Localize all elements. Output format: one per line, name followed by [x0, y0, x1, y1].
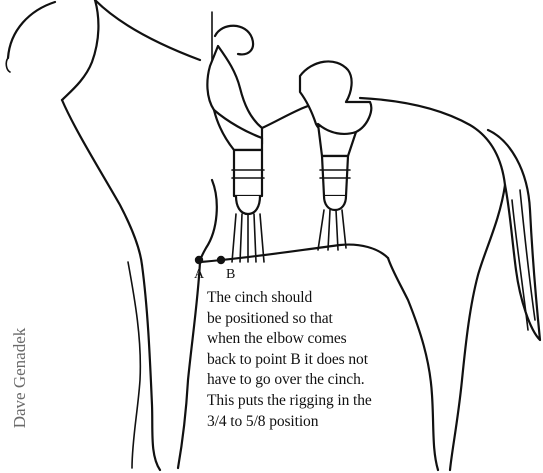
- point-a-label: A: [194, 267, 205, 282]
- caption-line: when the elbow comes: [207, 329, 457, 350]
- author-credit: Dave Genadek: [10, 303, 30, 453]
- horse-crest: [95, 0, 200, 60]
- front-cinch-buckle: [236, 196, 260, 214]
- rear-latigo: [322, 156, 348, 196]
- point-b-marker: [217, 256, 225, 264]
- horse-tail: [488, 130, 540, 340]
- caption-line: back to point B it does not: [207, 350, 457, 371]
- horse-ear: [6, 58, 10, 72]
- horse-neck-chest: [62, 100, 142, 265]
- horse-head-outline: [8, 0, 98, 100]
- caption-line: 3/4 to 5/8 position: [207, 412, 457, 433]
- horse-hindleg-near-back: [450, 185, 505, 470]
- caption-line: The cinch should: [207, 288, 457, 309]
- horse-elbow: [200, 180, 217, 262]
- front-latigo: [234, 150, 262, 196]
- horse-foreleg-far: [128, 262, 140, 468]
- horse-belly: [200, 245, 388, 262]
- point-b-label: B: [226, 267, 235, 282]
- horse-foreleg-near-back: [178, 262, 200, 468]
- caption-line: be positioned so that: [207, 309, 457, 330]
- caption: The cinch should be positioned so that w…: [207, 288, 457, 432]
- point-a-marker: [195, 256, 203, 264]
- saddle: [207, 12, 371, 262]
- point-a: A: [194, 256, 205, 282]
- caption-line: This puts the rigging in the: [207, 391, 457, 412]
- rear-cinch-buckle: [324, 196, 346, 210]
- horse-back: [360, 98, 505, 185]
- caption-line: have to go over the cinch.: [207, 370, 457, 391]
- horse-foreleg-near: [142, 265, 160, 470]
